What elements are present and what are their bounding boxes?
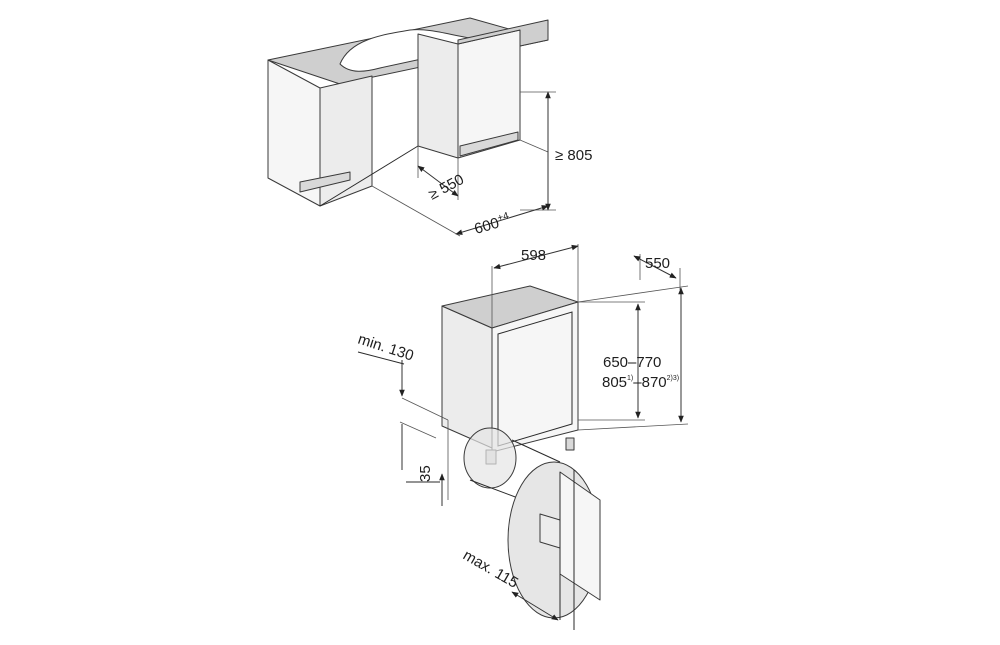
ext-line xyxy=(399,421,437,439)
label-appliance-depth: 550 xyxy=(645,255,670,272)
ext-line xyxy=(519,139,549,153)
zoom-detail: max. 115 xyxy=(460,461,601,630)
label-total-height-a-sup: 1) xyxy=(627,375,633,382)
label-total-height: 8051)–8702)3) xyxy=(602,374,679,391)
label-niche-width-sup: +4 xyxy=(496,210,510,224)
ext-line xyxy=(577,423,689,431)
dim-niche-width xyxy=(455,205,549,235)
label-niche-width: 600+4 xyxy=(472,210,512,237)
zoom-connector xyxy=(469,479,519,499)
niche-floor xyxy=(319,145,419,207)
label-door-height: 650–770 xyxy=(603,354,661,371)
appliance-door-frame xyxy=(497,311,573,447)
right-cabinet-plinth xyxy=(459,131,519,157)
zoom-connector xyxy=(511,439,561,463)
label-niche-width-base: 600 xyxy=(472,215,501,238)
appliance-foot xyxy=(565,437,575,451)
dim-appliance-width xyxy=(493,244,579,270)
label-total-height-a: 805 xyxy=(602,374,627,391)
ext-line xyxy=(401,397,449,421)
appliance-side xyxy=(441,305,493,449)
appliance-front xyxy=(491,301,579,453)
right-cabinet-top xyxy=(457,19,549,47)
left-cabinet-plinth xyxy=(299,171,351,193)
left-cabinet-side xyxy=(319,75,373,207)
dim-appliance-depth xyxy=(633,255,677,279)
ext-line xyxy=(371,185,461,237)
label-niche-depth: ≥ 550 xyxy=(426,171,467,204)
label-plinth-gap: 35 xyxy=(417,465,434,482)
label-total-height-b-sup: 2)3) xyxy=(667,375,679,382)
label-appliance-width: 598 xyxy=(521,247,546,264)
appliance-group: 598 550 650–770 8051)–8702)3) min. 130 3… xyxy=(356,244,689,630)
leader-min xyxy=(357,351,405,365)
right-cabinet-inner-side xyxy=(417,33,459,159)
zoom-detail-step xyxy=(539,513,561,549)
ext-line xyxy=(577,285,689,303)
dim-plinth-max xyxy=(511,591,559,621)
label-total-height-b: –870 xyxy=(633,374,666,391)
label-niche-height: ≥ 805 xyxy=(555,147,592,164)
niche-group: ≥ 805 ≥ 550 600+4 xyxy=(267,17,592,238)
zoom-source-circle xyxy=(463,427,517,489)
dim-niche-depth xyxy=(417,165,459,197)
